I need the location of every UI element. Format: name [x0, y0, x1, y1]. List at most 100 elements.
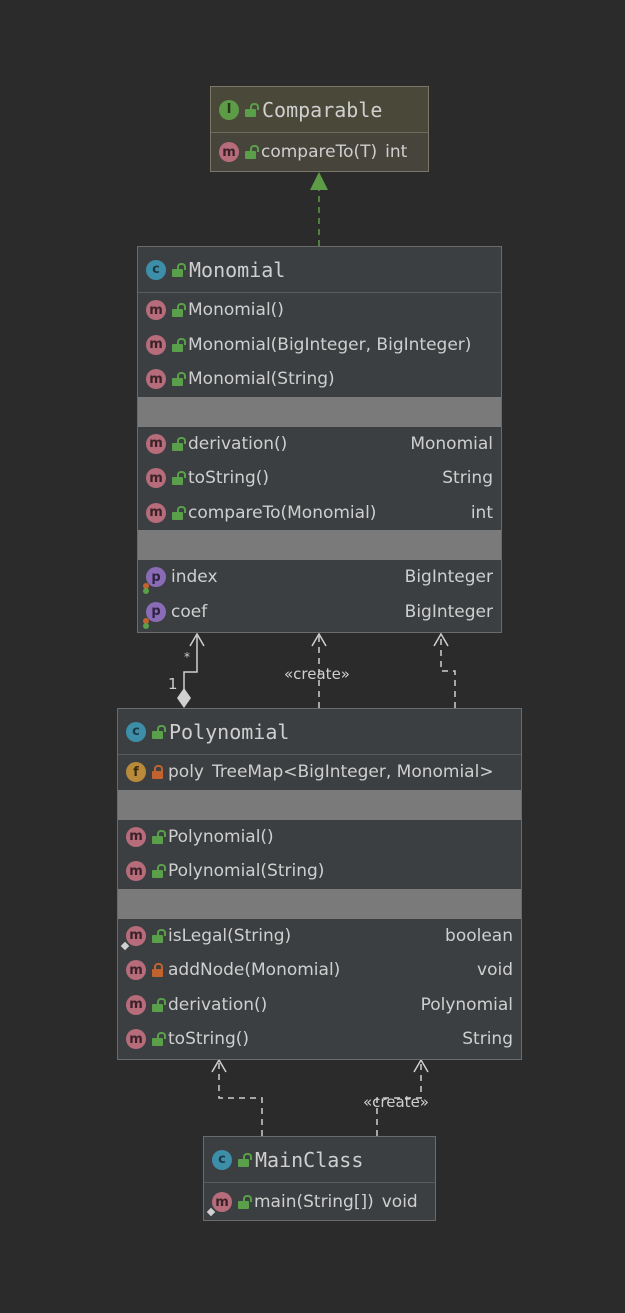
- member-row[interactable]: m Polynomial(String): [118, 854, 521, 889]
- method-icon: m: [146, 468, 166, 489]
- create-label-lower: «create»: [363, 1093, 429, 1111]
- member-name: poly: [168, 762, 204, 783]
- member-name: main(String[]): [254, 1192, 374, 1212]
- create-arrowhead-main-right: [413, 1058, 429, 1073]
- method-icon: m: [126, 826, 146, 847]
- member-name: coef: [171, 601, 208, 622]
- member-name: addNode(Monomial): [168, 960, 341, 981]
- member-name: isLegal(String): [168, 925, 292, 946]
- public-visibility-icon: [172, 303, 186, 318]
- member-name: Polynomial(String): [168, 861, 325, 882]
- create-arrowhead-center: [311, 632, 327, 647]
- method-icon: m: [146, 433, 166, 454]
- member-name: derivation(): [188, 433, 288, 454]
- member-type: void: [381, 1192, 418, 1212]
- class-box-monomial[interactable]: c Monomial m Monomial() m Monomial(BigIn…: [137, 246, 502, 633]
- member-row[interactable]: p coef BigInteger: [138, 595, 501, 630]
- class-header-mainclass[interactable]: c MainClass: [204, 1137, 435, 1183]
- private-visibility-icon: [152, 765, 163, 780]
- method-icon: m: [146, 502, 166, 523]
- class-header-comparable[interactable]: I Comparable: [211, 87, 428, 133]
- public-visibility-icon: [238, 1195, 252, 1209]
- method-icon: m: [146, 300, 166, 321]
- member-row[interactable]: m main(String[]) void: [204, 1183, 435, 1221]
- member-row[interactable]: m isLegal(String) boolean: [118, 919, 521, 954]
- public-visibility-icon: [172, 372, 186, 387]
- dependency-edge-main-left: [218, 1062, 263, 1136]
- public-visibility-icon: [172, 505, 186, 520]
- member-row[interactable]: m Monomial(BigInteger, BigInteger): [138, 328, 501, 363]
- dependency-arrowhead-right: [433, 632, 449, 647]
- member-name: index: [171, 567, 218, 588]
- member-type: void: [477, 960, 513, 981]
- method-icon: m: [120, 925, 146, 950]
- method-icon: m: [126, 861, 146, 882]
- class-box-comparable[interactable]: I Comparable m compareTo(T) int: [210, 86, 429, 172]
- runnable-class-icon: c: [212, 1149, 232, 1170]
- class-box-mainclass[interactable]: c MainClass m main(String[]) void: [203, 1136, 436, 1221]
- private-visibility-icon: [152, 963, 163, 978]
- class-box-polynomial[interactable]: c Polynomial f poly TreeMap<BigInteger, …: [117, 708, 522, 1060]
- public-visibility-icon: [172, 471, 186, 486]
- public-visibility-icon: [152, 1032, 166, 1047]
- property-icon: p: [143, 601, 166, 629]
- member-name: compareTo(T): [261, 142, 378, 162]
- member-row[interactable]: m Polynomial(): [118, 820, 521, 855]
- method-icon: m: [126, 994, 146, 1015]
- section-divider: [138, 530, 501, 560]
- member-row[interactable]: f poly TreeMap<BigInteger, Monomial>: [118, 755, 521, 790]
- field-icon: f: [126, 762, 146, 783]
- aggregation-edge: [183, 636, 198, 690]
- dependency-edge-right: [440, 636, 456, 708]
- aggregation-diamond: [177, 688, 191, 708]
- member-row[interactable]: m addNode(Monomial) void: [118, 953, 521, 988]
- class-header-monomial[interactable]: c Monomial: [138, 247, 501, 293]
- class-icon: c: [126, 721, 146, 742]
- member-row[interactable]: m compareTo(T) int: [211, 133, 428, 171]
- public-visibility-icon: [172, 262, 186, 277]
- member-type: int: [385, 142, 408, 162]
- method-icon: m: [206, 1192, 232, 1217]
- class-header-polynomial[interactable]: c Polynomial: [118, 709, 521, 755]
- public-visibility-icon: [245, 102, 259, 117]
- public-visibility-icon: [245, 145, 259, 159]
- member-row[interactable]: m Monomial(): [138, 293, 501, 328]
- public-visibility-icon: [238, 1152, 252, 1167]
- public-visibility-icon: [152, 928, 166, 943]
- member-row[interactable]: m derivation() Polynomial: [118, 988, 521, 1023]
- member-name: toString(): [188, 468, 270, 489]
- member-row[interactable]: m compareTo(Monomial) int: [138, 496, 501, 531]
- implements-arrowhead: [310, 172, 328, 190]
- public-visibility-icon: [152, 724, 166, 739]
- member-name: Monomial(): [188, 300, 284, 321]
- member-name: toString(): [168, 1029, 250, 1050]
- aggregation-multiplicity-many: *: [184, 650, 190, 664]
- member-row[interactable]: m Monomial(String): [138, 362, 501, 397]
- member-name: Monomial(String): [188, 369, 335, 390]
- public-visibility-icon: [172, 436, 186, 451]
- member-row[interactable]: m toString() String: [138, 461, 501, 496]
- public-visibility-icon: [152, 864, 166, 879]
- member-row[interactable]: p index BigInteger: [138, 560, 501, 595]
- class-name-polynomial: Polynomial: [169, 719, 290, 744]
- method-icon: m: [146, 369, 166, 390]
- create-edge-main-right: [376, 1062, 422, 1136]
- section-divider: [138, 396, 501, 427]
- member-type: BigInteger: [404, 601, 493, 622]
- class-name-mainclass: MainClass: [255, 1147, 364, 1172]
- member-row[interactable]: m derivation() Monomial: [138, 427, 501, 462]
- class-name-monomial: Monomial: [189, 257, 286, 282]
- member-row[interactable]: m toString() String: [118, 1022, 521, 1057]
- member-type: BigInteger: [404, 567, 493, 588]
- member-name: derivation(): [168, 994, 268, 1015]
- member-name: Monomial(BigInteger, BigInteger): [188, 334, 472, 355]
- create-label-upper: «create»: [284, 665, 350, 683]
- public-visibility-icon: [172, 337, 186, 352]
- method-icon: m: [126, 960, 146, 981]
- aggregation-multiplicity-one: 1: [168, 675, 178, 693]
- member-type: boolean: [445, 925, 513, 946]
- member-type: String: [462, 1029, 513, 1050]
- property-icon: p: [143, 567, 166, 595]
- dependency-arrowhead-main-left: [211, 1058, 227, 1073]
